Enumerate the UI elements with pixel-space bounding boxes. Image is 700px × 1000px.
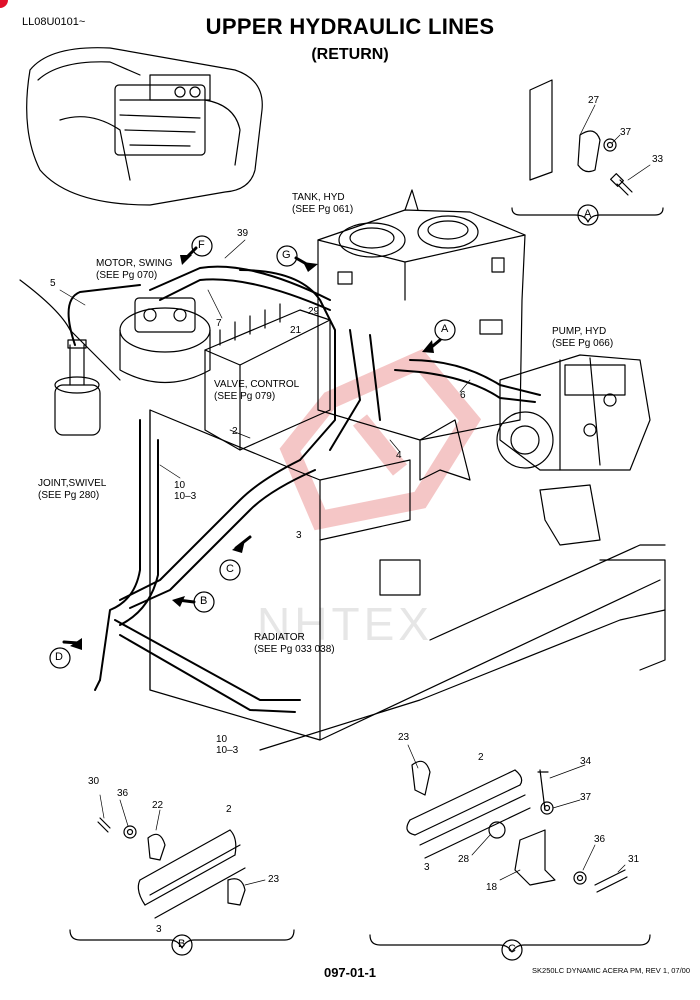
tank-label: TANK, HYD (SEE Pg 061) (292, 192, 353, 216)
part-number: 10 (174, 480, 186, 491)
callout-arrow-shafts (62, 246, 442, 645)
callout-circles (49, 204, 599, 961)
detail-a-title: A (584, 208, 592, 220)
part-number: 23 (398, 732, 410, 743)
machine-overview-thumbnail (26, 47, 263, 206)
page-number: 097-01-1 (323, 965, 377, 980)
page-subtitle: (RETURN) (311, 46, 389, 63)
document-id: LL08U0101~ (22, 16, 86, 28)
callout-c: C (226, 563, 234, 575)
corner-marker (0, 0, 8, 8)
callout-a: A (441, 323, 449, 335)
pump-label: PUMP, HYD (SEE Pg 066) (552, 326, 613, 350)
part-number: 30 (88, 776, 100, 787)
swivel-joint (54, 339, 101, 436)
part-number: 3 (296, 530, 302, 541)
control-valve-label: VALVE, CONTROL (SEE Pg 079) (214, 379, 299, 403)
hydraulic-tank (317, 189, 526, 441)
part-number: 10–3 (174, 491, 197, 502)
swivel-joint-name: JOINT,SWIVEL (38, 478, 107, 489)
pump-name: PUMP, HYD (552, 326, 607, 337)
part-number: 3 (424, 862, 430, 873)
part-number: 2 (226, 804, 232, 815)
revision-note: SK250LC DYNAMIC ACERA PM, REV 1, 07/00 (532, 966, 690, 975)
part-number: 36 (117, 788, 129, 799)
detail-c-clamp (369, 760, 651, 953)
part-number: 10 (216, 734, 228, 745)
hydraulic-hoses (67, 265, 541, 713)
part-number: 39 (237, 228, 249, 239)
part-number: 23 (268, 874, 280, 885)
radiator (149, 409, 421, 741)
part-number: 6 (460, 390, 466, 401)
radiator-page-ref: (SEE Pg 033 038) (254, 644, 335, 655)
radiator-name: RADIATOR (254, 632, 305, 643)
control-valve (204, 303, 331, 451)
part-number: 27 (588, 95, 600, 106)
swing-motor-page-ref: (SEE Pg 070) (96, 270, 158, 281)
detail-a-clamp (511, 79, 664, 223)
part-number: 21 (290, 325, 302, 336)
part-number: 7 (216, 318, 222, 329)
swing-motor-name: MOTOR, SWING (96, 258, 173, 269)
part-number: 5 (50, 278, 56, 289)
detail-c-title: C (508, 943, 516, 955)
part-number: 22 (152, 800, 164, 811)
callout-f: F (198, 239, 205, 251)
part-number: 10–3 (216, 745, 239, 756)
callout-d: D (55, 651, 63, 663)
hydraulic-pump (496, 354, 651, 471)
part-number: 36 (594, 834, 606, 845)
swing-motor (119, 297, 211, 384)
radiator-label: RADIATOR (SEE Pg 033 038) (254, 632, 335, 656)
control-valve-name: VALVE, CONTROL (214, 379, 300, 390)
part-number: 18 (486, 882, 498, 893)
control-valve-page-ref: (SEE Pg 079) (214, 391, 276, 402)
part-number: 2 (478, 752, 484, 763)
watermark-text: NHTEX (257, 598, 433, 650)
page-title: UPPER HYDRAULIC LINES (205, 14, 495, 39)
part-number: 37 (580, 792, 592, 803)
leader-lines (59, 104, 651, 886)
detail-b-clamp (69, 817, 295, 949)
swivel-joint-label: JOINT,SWIVEL (SEE Pg 280) (38, 478, 106, 502)
part-number: 28 (458, 854, 470, 865)
tank-name: TANK, HYD (292, 192, 345, 203)
swing-motor-label: MOTOR, SWING (SEE Pg 070) (96, 258, 172, 282)
callout-b: B (200, 595, 208, 607)
swivel-joint-page-ref: (SEE Pg 280) (38, 490, 100, 501)
part-number: 33 (652, 154, 664, 165)
callout-g: G (282, 249, 291, 261)
part-number: 34 (580, 756, 592, 767)
part-number: 4 (396, 450, 402, 461)
tank-page-ref: (SEE Pg 061) (292, 204, 354, 215)
pump-page-ref: (SEE Pg 066) (552, 338, 614, 349)
part-number: 2 (232, 426, 238, 437)
part-number: 37 (620, 127, 632, 138)
detail-b-title: B (178, 938, 186, 950)
part-number: 31 (628, 854, 640, 865)
part-number: 29 (308, 306, 320, 317)
part-number: 3 (156, 924, 162, 935)
upper-frame (19, 279, 666, 751)
